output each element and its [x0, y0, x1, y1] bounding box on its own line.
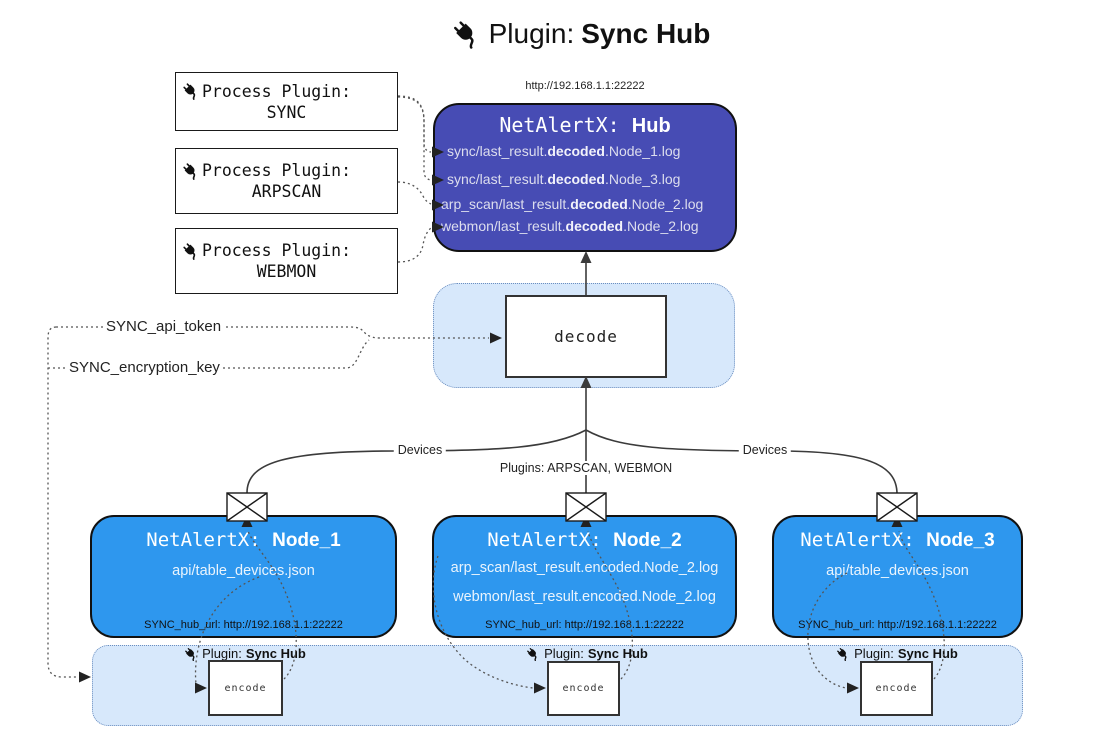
plug-icon — [182, 242, 200, 260]
process-plugin-name: SYNC — [266, 102, 307, 122]
sync-to-hub-line1 — [397, 95, 432, 153]
title-name: Sync Hub — [581, 18, 711, 49]
encode2-box: encode — [547, 661, 620, 716]
hub-url-label: http://192.168.1.1:22222 — [525, 80, 645, 92]
node3-hub-url: SYNC_hub_url: http://192.168.1.1:22222 — [798, 619, 997, 631]
hub-title: NetAlertX: Hub — [433, 113, 737, 138]
title-prefix: Plugin: — [488, 18, 575, 49]
hub-file-row: webmon/last_result.decoded.Node_2.log — [441, 218, 699, 234]
encoder1-label: Plugin:Sync Hub — [184, 646, 306, 661]
process-plugin-name: WEBMON — [256, 262, 317, 281]
webmon-to-hub-line — [397, 227, 432, 263]
arpscan-to-hub-line — [397, 181, 432, 205]
node2-file: webmon/last_result.encoded.Node_2.log — [453, 589, 716, 605]
arrow-into-band — [79, 671, 91, 683]
key-to-encoder-band — [47, 326, 78, 678]
encode3-box: encode — [860, 661, 933, 716]
hub-title-prefix: NetAlertX: — [499, 113, 620, 137]
plug-icon — [526, 647, 540, 661]
plugins-middle-label: Plugins: ARPSCAN, WEBMON — [495, 461, 677, 475]
encoder3-label: Plugin:Sync Hub — [836, 646, 958, 661]
hub-file-row: sync/last_result.decoded.Node_3.log — [447, 171, 681, 187]
decode-box: decode — [505, 295, 667, 378]
sync-api-token-label: SYNC_api_token — [103, 318, 225, 335]
hub-box — [433, 103, 737, 252]
process-plugin-label: Process Plugin: — [202, 241, 352, 260]
encode1-box: encode — [208, 660, 283, 716]
plug-icon — [184, 647, 198, 661]
process-plugin-webmon-box: Process Plugin: WEBMON — [175, 228, 398, 294]
hub-file-row: arp_scan/last_result.decoded.Node_2.log — [441, 196, 704, 212]
node2-hub-url: SYNC_hub_url: http://192.168.1.1:22222 — [485, 619, 684, 631]
devices-right-label: Devices — [738, 443, 792, 457]
node1-file: api/table_devices.json — [172, 563, 315, 579]
plug-icon — [836, 647, 850, 661]
plug-icon — [452, 19, 482, 49]
node2-title: NetAlertX: Node_2 — [487, 529, 682, 551]
process-plugin-arpscan-box: Process Plugin: ARPSCAN — [175, 148, 398, 214]
process-plugin-name: ARPSCAN — [251, 182, 322, 201]
node3-file: api/table_devices.json — [826, 563, 969, 579]
sync-encryption-key-label: SYNC_encryption_key — [66, 359, 223, 376]
plug-icon — [182, 82, 200, 100]
node1-title: NetAlertX: Node_1 — [146, 529, 341, 551]
devices-left-label: Devices — [393, 443, 447, 457]
encoder2-label: Plugin:Sync Hub — [526, 646, 648, 661]
hub-name: Hub — [631, 115, 671, 137]
process-plugin-label: Process Plugin: — [202, 161, 352, 180]
process-plugin-label: Process Plugin: — [202, 81, 352, 101]
page-title: Plugin: Sync Hub — [452, 18, 711, 50]
arrow-into-hub — [580, 251, 592, 263]
node2-file: arp_scan/last_result.encoded.Node_2.log — [450, 560, 719, 576]
hub-file-row: sync/last_result.decoded.Node_1.log — [447, 143, 681, 159]
plug-icon — [182, 162, 200, 180]
node1-hub-url: SYNC_hub_url: http://192.168.1.1:22222 — [144, 619, 343, 631]
process-plugin-sync-box: Process Plugin: SYNC — [175, 72, 398, 131]
node3-title: NetAlertX: Node_3 — [800, 529, 995, 551]
sync-to-hub-line2 — [397, 96, 432, 181]
